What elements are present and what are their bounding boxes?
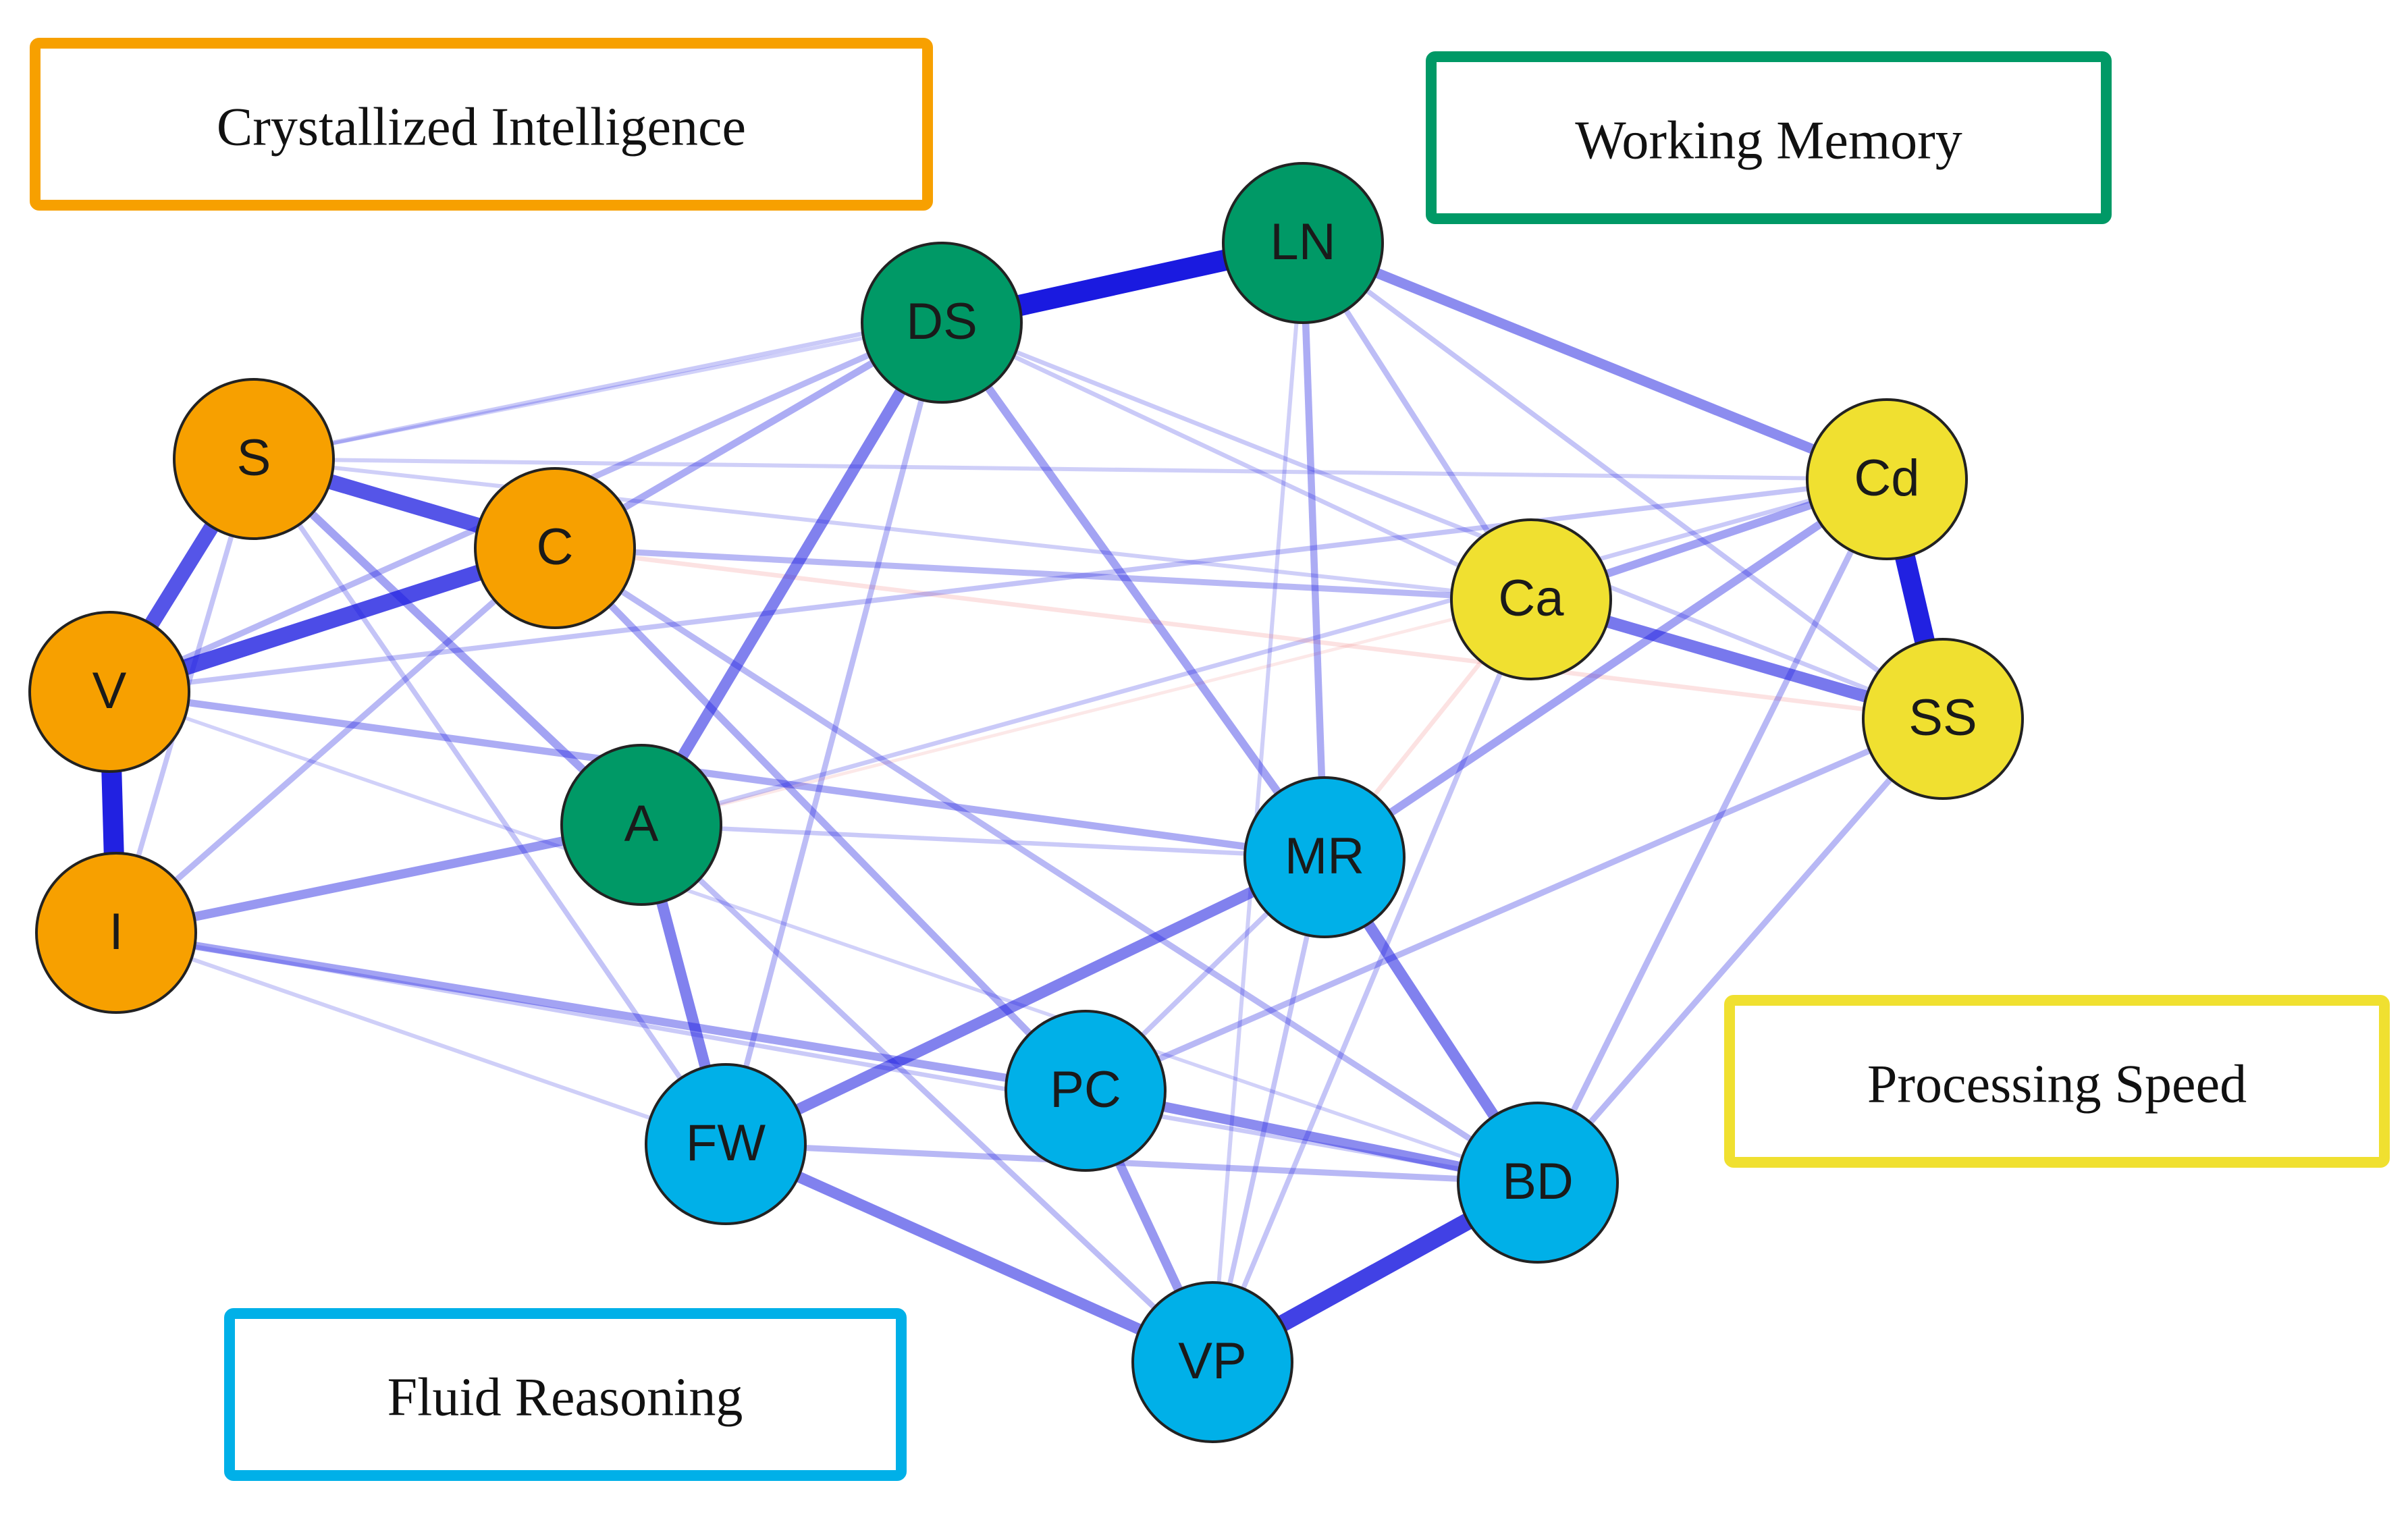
node-ca[interactable]: Ca	[1450, 518, 1612, 680]
edge-ds-mr	[938, 320, 1328, 860]
node-circle-ss	[1862, 638, 2024, 800]
edge-a-ca	[641, 597, 1532, 827]
edge-c-ca	[554, 545, 1532, 603]
node-a[interactable]: A	[560, 744, 722, 906]
node-circle-bd	[1457, 1102, 1619, 1264]
node-label-cd: Cd	[1854, 450, 1919, 507]
edge-i-bd	[115, 930, 1539, 1185]
node-label-ln: LN	[1270, 213, 1335, 271]
node-label-mr: MR	[1285, 828, 1364, 885]
node-s[interactable]: S	[173, 378, 335, 540]
node-ln[interactable]: LN	[1222, 162, 1384, 324]
node-circle-i	[35, 852, 197, 1014]
edge-s-fw	[251, 457, 728, 1146]
node-cd[interactable]: Cd	[1806, 398, 1968, 560]
edge-i-a	[115, 820, 643, 938]
legend-box-working-memory	[1426, 51, 2112, 224]
legend-box-fluid-reasoning	[224, 1308, 907, 1481]
edge-a-cd	[641, 477, 1888, 828]
node-mr[interactable]: MR	[1243, 776, 1406, 938]
node-label-ss: SS	[1908, 689, 1977, 747]
node-label-s: S	[237, 429, 271, 487]
node-circle-c	[474, 467, 636, 629]
edge-s-ca	[253, 457, 1532, 601]
edge-s-ds	[253, 321, 942, 461]
legend-box-crystallized	[30, 38, 933, 211]
node-v[interactable]: V	[28, 611, 190, 773]
edge-ln-vp	[1210, 242, 1305, 1363]
edge-ln-mr	[1299, 242, 1329, 858]
node-i[interactable]: I	[35, 852, 197, 1014]
legend-box-processing-speed	[1724, 995, 2390, 1168]
edge-ds-ss	[940, 320, 1944, 722]
edge-i-pc	[115, 929, 1086, 1095]
node-label-a: A	[624, 795, 659, 853]
node-label-c: C	[537, 518, 574, 576]
edge-fw-bd	[725, 1141, 1539, 1186]
edge-ca-vp	[1210, 598, 1534, 1363]
node-circle-v	[28, 611, 190, 773]
node-circle-cd	[1806, 398, 1968, 560]
edge-ln-ss	[1301, 240, 1945, 722]
edge-c-pc	[552, 545, 1088, 1093]
node-circle-fw	[645, 1063, 807, 1225]
edge-v-cd	[109, 477, 1888, 695]
edge-s-a	[250, 456, 645, 828]
node-ds[interactable]: DS	[861, 242, 1023, 404]
legend-processing-speed: Processing Speed	[1724, 995, 2390, 1168]
edge-a-ds	[636, 319, 947, 828]
node-fw[interactable]: FW	[645, 1063, 807, 1225]
legend-label-processing-speed: Processing Speed	[1867, 1054, 2247, 1114]
edge-a-mr	[641, 822, 1325, 860]
legend-label-working-memory: Working Memory	[1575, 111, 1962, 170]
edge-a-vp	[639, 822, 1214, 1365]
edge-ss-pc	[1084, 715, 1944, 1094]
edge-c-bd	[553, 545, 1540, 1185]
node-ss[interactable]: SS	[1862, 638, 2024, 800]
edge-ln-cd	[1301, 238, 1889, 484]
node-circle-ln	[1222, 162, 1384, 324]
node-circle-mr	[1243, 776, 1406, 938]
legend-label-fluid-reasoning: Fluid Reasoning	[387, 1368, 743, 1427]
legend-crystallized-intelligence: Crystallized Intelligence	[30, 38, 933, 211]
edge-fw-vp	[723, 1139, 1215, 1368]
node-label-fw: FW	[686, 1114, 766, 1172]
edge-mr-cd	[1322, 476, 1890, 861]
node-circle-vp	[1131, 1281, 1293, 1443]
node-label-bd: BD	[1502, 1153, 1574, 1210]
node-label-vp: VP	[1178, 1332, 1246, 1390]
node-circle-ca	[1450, 518, 1612, 680]
node-label-i: I	[109, 903, 123, 961]
edge-ds-fw	[722, 321, 945, 1145]
node-circle-ds	[861, 242, 1023, 404]
edge-s-cd	[253, 457, 1888, 481]
edge-mr-fw	[723, 852, 1327, 1150]
node-circle-a	[560, 744, 722, 906]
node-vp[interactable]: VP	[1131, 1281, 1293, 1443]
edge-ss-bd	[1535, 717, 1946, 1185]
edge-i-c	[114, 545, 557, 936]
node-circle-pc	[1005, 1010, 1167, 1172]
node-label-ca: Ca	[1498, 570, 1564, 627]
edge-v-bd	[109, 690, 1539, 1185]
node-bd[interactable]: BD	[1457, 1102, 1619, 1264]
legend-fluid-reasoning: Fluid Reasoning	[224, 1308, 907, 1481]
edge-i-fw	[115, 931, 726, 1146]
legend-working-memory: Working Memory	[1426, 51, 2112, 224]
node-label-v: V	[92, 662, 127, 720]
node-c[interactable]: C	[474, 467, 636, 629]
node-pc[interactable]: PC	[1005, 1010, 1167, 1172]
edge-mr-vp	[1210, 857, 1327, 1363]
edge-ds-ca	[940, 321, 1532, 601]
legend-label-crystallized: Crystallized Intelligence	[217, 97, 746, 157]
edge-v-mr	[109, 688, 1325, 861]
node-label-ds: DS	[906, 293, 978, 350]
node-label-pc: PC	[1050, 1061, 1121, 1118]
node-circle-s	[173, 378, 335, 540]
edge-cd-bd	[1534, 477, 1890, 1185]
